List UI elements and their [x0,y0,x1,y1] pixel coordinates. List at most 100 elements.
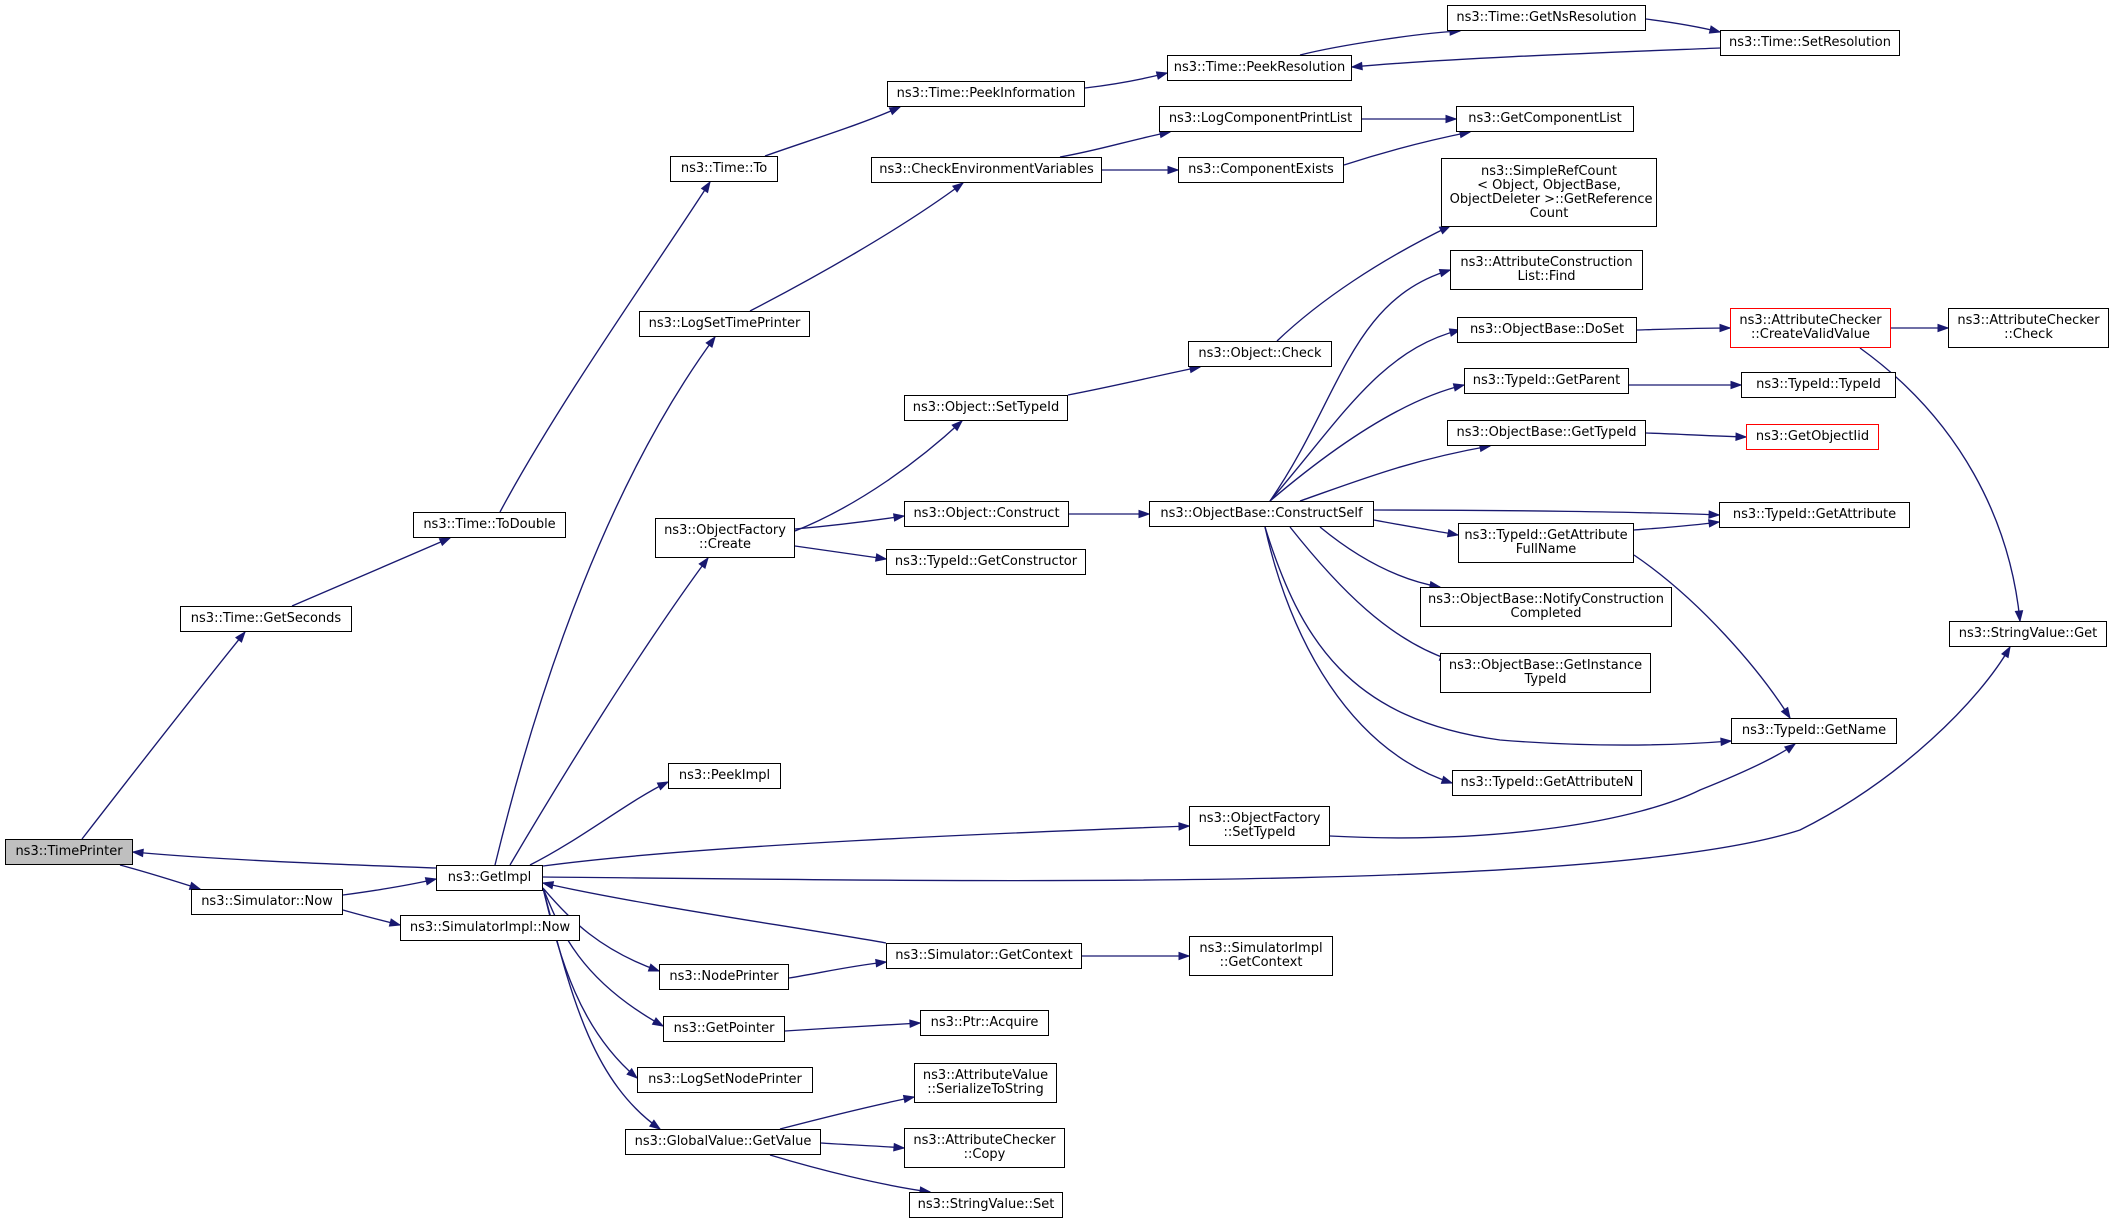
arrowhead-getparent-typeidtypeid [1730,380,1743,390]
arrowhead-createvalidvalue-stringvalueget [2014,610,2024,623]
node-typeid-getattributen[interactable]: ns3::TypeId::GetAttributeN [1452,770,1642,796]
edge-createvalidvalue-stringvalueget [1859,347,2021,622]
arrowhead-getpointer-ptracquire [909,1019,922,1028]
arrowhead-simulatornow-getimpl [424,877,438,886]
node-time-todouble[interactable]: ns3::Time::ToDouble [413,512,566,538]
edge-timeprinter-getseconds [81,631,246,840]
edge-constructself-getattribute [1373,509,1720,516]
node-label: ns3::GetImpl [447,870,532,885]
node-label: ns3::Time::ToDouble [423,517,556,532]
node-time-setresolution[interactable]: ns3::Time::SetResolution [1720,30,1900,56]
arrowhead-constructself-getattribute [1708,510,1721,519]
node-typeid-getconstructor[interactable]: ns3::TypeId::GetConstructor [886,549,1086,575]
arrowhead-timeprinter-getseconds [235,630,246,643]
node-globalvalue-getvalue[interactable]: ns3::GlobalValue::GetValue [625,1129,821,1155]
node-time-to[interactable]: ns3::Time::To [670,156,778,182]
edge-objectsettypeid-objectcheck [1067,366,1201,396]
edge-constructself-notifyconstructioncompleted [1319,526,1441,588]
node-label: ns3::Time::SetResolution [1729,35,1891,50]
node-object-check[interactable]: ns3::Object::Check [1188,341,1332,367]
node-label: ns3::TypeId::GetAttribute FullName [1464,528,1628,557]
node-objectbase-constructself[interactable]: ns3::ObjectBase::ConstructSelf [1149,501,1374,527]
edge-nodeprinter-simulatorgetcontext [788,961,887,979]
node-logsetnodeprinter[interactable]: ns3::LogSetNodePrinter [637,1067,813,1093]
node-attributechecker-check[interactable]: ns3::AttributeChecker ::Check [1948,308,2109,348]
edge-simulatornow-getimpl [342,878,437,896]
node-checkenvironmentvariables[interactable]: ns3::CheckEnvironmentVariables [871,157,1102,183]
node-time-peekinformation[interactable]: ns3::Time::PeekInformation [887,81,1085,107]
edge-peekinformation-peekresolution [1084,72,1168,89]
node-attributeconstructionlist-find[interactable]: ns3::AttributeConstruction List::Find [1450,250,1643,290]
node-stringvalue-set[interactable]: ns3::StringValue::Set [909,1192,1063,1218]
node-attributevalue-serializetostring[interactable]: ns3::AttributeValue ::SerializeToString [914,1063,1057,1103]
node-label: ns3::LogSetTimePrinter [648,316,801,331]
node-simplerefcount-getreferencecount[interactable]: ns3::SimpleRefCount < Object, ObjectBase… [1441,158,1657,227]
call-edges [81,18,2024,1195]
node-label: ns3::ObjectBase::NotifyConstruction Comp… [1428,592,1664,621]
node-getobjectiid[interactable]: ns3::GetObjectIid [1746,424,1879,450]
arrowhead-getseconds-todouble [438,537,452,547]
arrowhead-getimpl-logsetnodeprinter [626,1067,639,1079]
node-stringvalue-get[interactable]: ns3::StringValue::Get [1949,621,2107,647]
node-simulator-now[interactable]: ns3::Simulator::Now [191,889,343,915]
node-simulatorimpl-getcontext[interactable]: ns3::SimulatorImpl ::GetContext [1189,936,1333,976]
node-getimpl[interactable]: ns3::GetImpl [436,865,543,891]
node-label: ns3::Object::Construct [913,506,1060,521]
arrowhead-getimpl-timeprinter [131,848,144,858]
arrowhead-doset-createvalidvalue [1719,323,1732,333]
edge-getnsresolution-setresolution [1645,18,1721,33]
node-logcomponentprintlist[interactable]: ns3::LogComponentPrintList [1159,106,1362,132]
node-label: ns3::AttributeChecker ::Copy [913,1133,1056,1162]
node-objectbase-doset[interactable]: ns3::ObjectBase::DoSet [1457,317,1637,343]
node-objectbase-gettypeid[interactable]: ns3::ObjectBase::GetTypeId [1447,420,1646,446]
arrowhead-createvalidvalue-check [1937,323,1950,333]
edge-getseconds-todouble [291,537,451,607]
edge-getimpl-objectfactorycreate [509,557,709,866]
node-logsettimeprinter[interactable]: ns3::LogSetTimePrinter [639,311,810,337]
arrowhead-constructself-getattributefullname [1446,528,1460,538]
node-attributechecker-createvalidvalue[interactable]: ns3::AttributeChecker ::CreateValidValue [1730,308,1891,348]
arrowhead-gettypeid-getobjectiid [1735,432,1748,441]
node-componentexists[interactable]: ns3::ComponentExists [1178,157,1344,183]
arrowhead-getimpl-objectfactorysettypeid [1178,822,1191,831]
node-simulator-getcontext[interactable]: ns3::Simulator::GetContext [886,943,1082,969]
node-label: ns3::Time::GetNsResolution [1456,10,1637,25]
node-time-getnsresolution[interactable]: ns3::Time::GetNsResolution [1447,5,1646,31]
node-object-settypeid[interactable]: ns3::Object::SetTypeId [904,395,1068,421]
node-getpointer[interactable]: ns3::GetPointer [663,1016,785,1042]
edge-getimpl-peekimpl [529,781,669,866]
node-getcomponentlist[interactable]: ns3::GetComponentList [1456,106,1634,132]
edge-getattributefullname-getname [1633,554,1791,719]
node-ptr-acquire[interactable]: ns3::Ptr::Acquire [920,1010,1049,1036]
arrowhead-constructself-getparent [1452,383,1466,392]
node-peekimpl[interactable]: ns3::PeekImpl [668,763,781,789]
edge-simulatorgetcontext-getimpl [542,882,887,944]
node-nodeprinter[interactable]: ns3::NodePrinter [659,964,789,990]
node-typeid-getname[interactable]: ns3::TypeId::GetName [1731,718,1897,744]
node-objectbase-getinstancetypeid[interactable]: ns3::ObjectBase::GetInstance TypeId [1440,653,1651,693]
edge-constructself-getinstancetypeid [1289,526,1451,661]
edge-checkenvvars-logcomponentprintlist [1059,131,1171,158]
node-label: ns3::Time::PeekResolution [1173,60,1346,75]
node-label: ns3::GetComponentList [1468,111,1622,126]
node-typeid-getattribute[interactable]: ns3::TypeId::GetAttribute [1719,502,1910,528]
node-time-getseconds[interactable]: ns3::Time::GetSeconds [180,606,352,632]
node-simulatorimpl-now[interactable]: ns3::SimulatorImpl::Now [400,915,580,941]
node-label: ns3::TypeId::GetName [1741,723,1887,738]
node-typeid-getattributefullname[interactable]: ns3::TypeId::GetAttribute FullName [1458,523,1634,563]
node-label: ns3::ObjectFactory ::SetTypeId [1198,811,1321,840]
edge-todouble-timeto [499,181,711,513]
node-attributechecker-copy[interactable]: ns3::AttributeChecker ::Copy [904,1128,1065,1168]
edge-peekresolution-getnsresolution [1299,30,1461,56]
node-timeprinter[interactable]: ns3::TimePrinter [5,839,133,865]
node-time-peekresolution[interactable]: ns3::Time::PeekResolution [1167,55,1352,81]
node-objectfactory-settypeid[interactable]: ns3::ObjectFactory ::SetTypeId [1189,806,1330,846]
node-label: ns3::TypeId::GetAttributeN [1460,775,1634,790]
node-typeid-typeid[interactable]: ns3::TypeId::TypeId [1741,372,1896,398]
node-objectfactory-create[interactable]: ns3::ObjectFactory ::Create [655,518,795,558]
node-objectbase-notifyconstructioncompleted[interactable]: ns3::ObjectBase::NotifyConstruction Comp… [1420,587,1672,627]
node-label: ns3::ObjectBase::DoSet [1469,322,1625,337]
node-label: ns3::AttributeChecker ::Check [1957,313,2100,342]
node-typeid-getparent[interactable]: ns3::TypeId::GetParent [1464,368,1629,394]
node-object-construct[interactable]: ns3::Object::Construct [904,501,1069,527]
